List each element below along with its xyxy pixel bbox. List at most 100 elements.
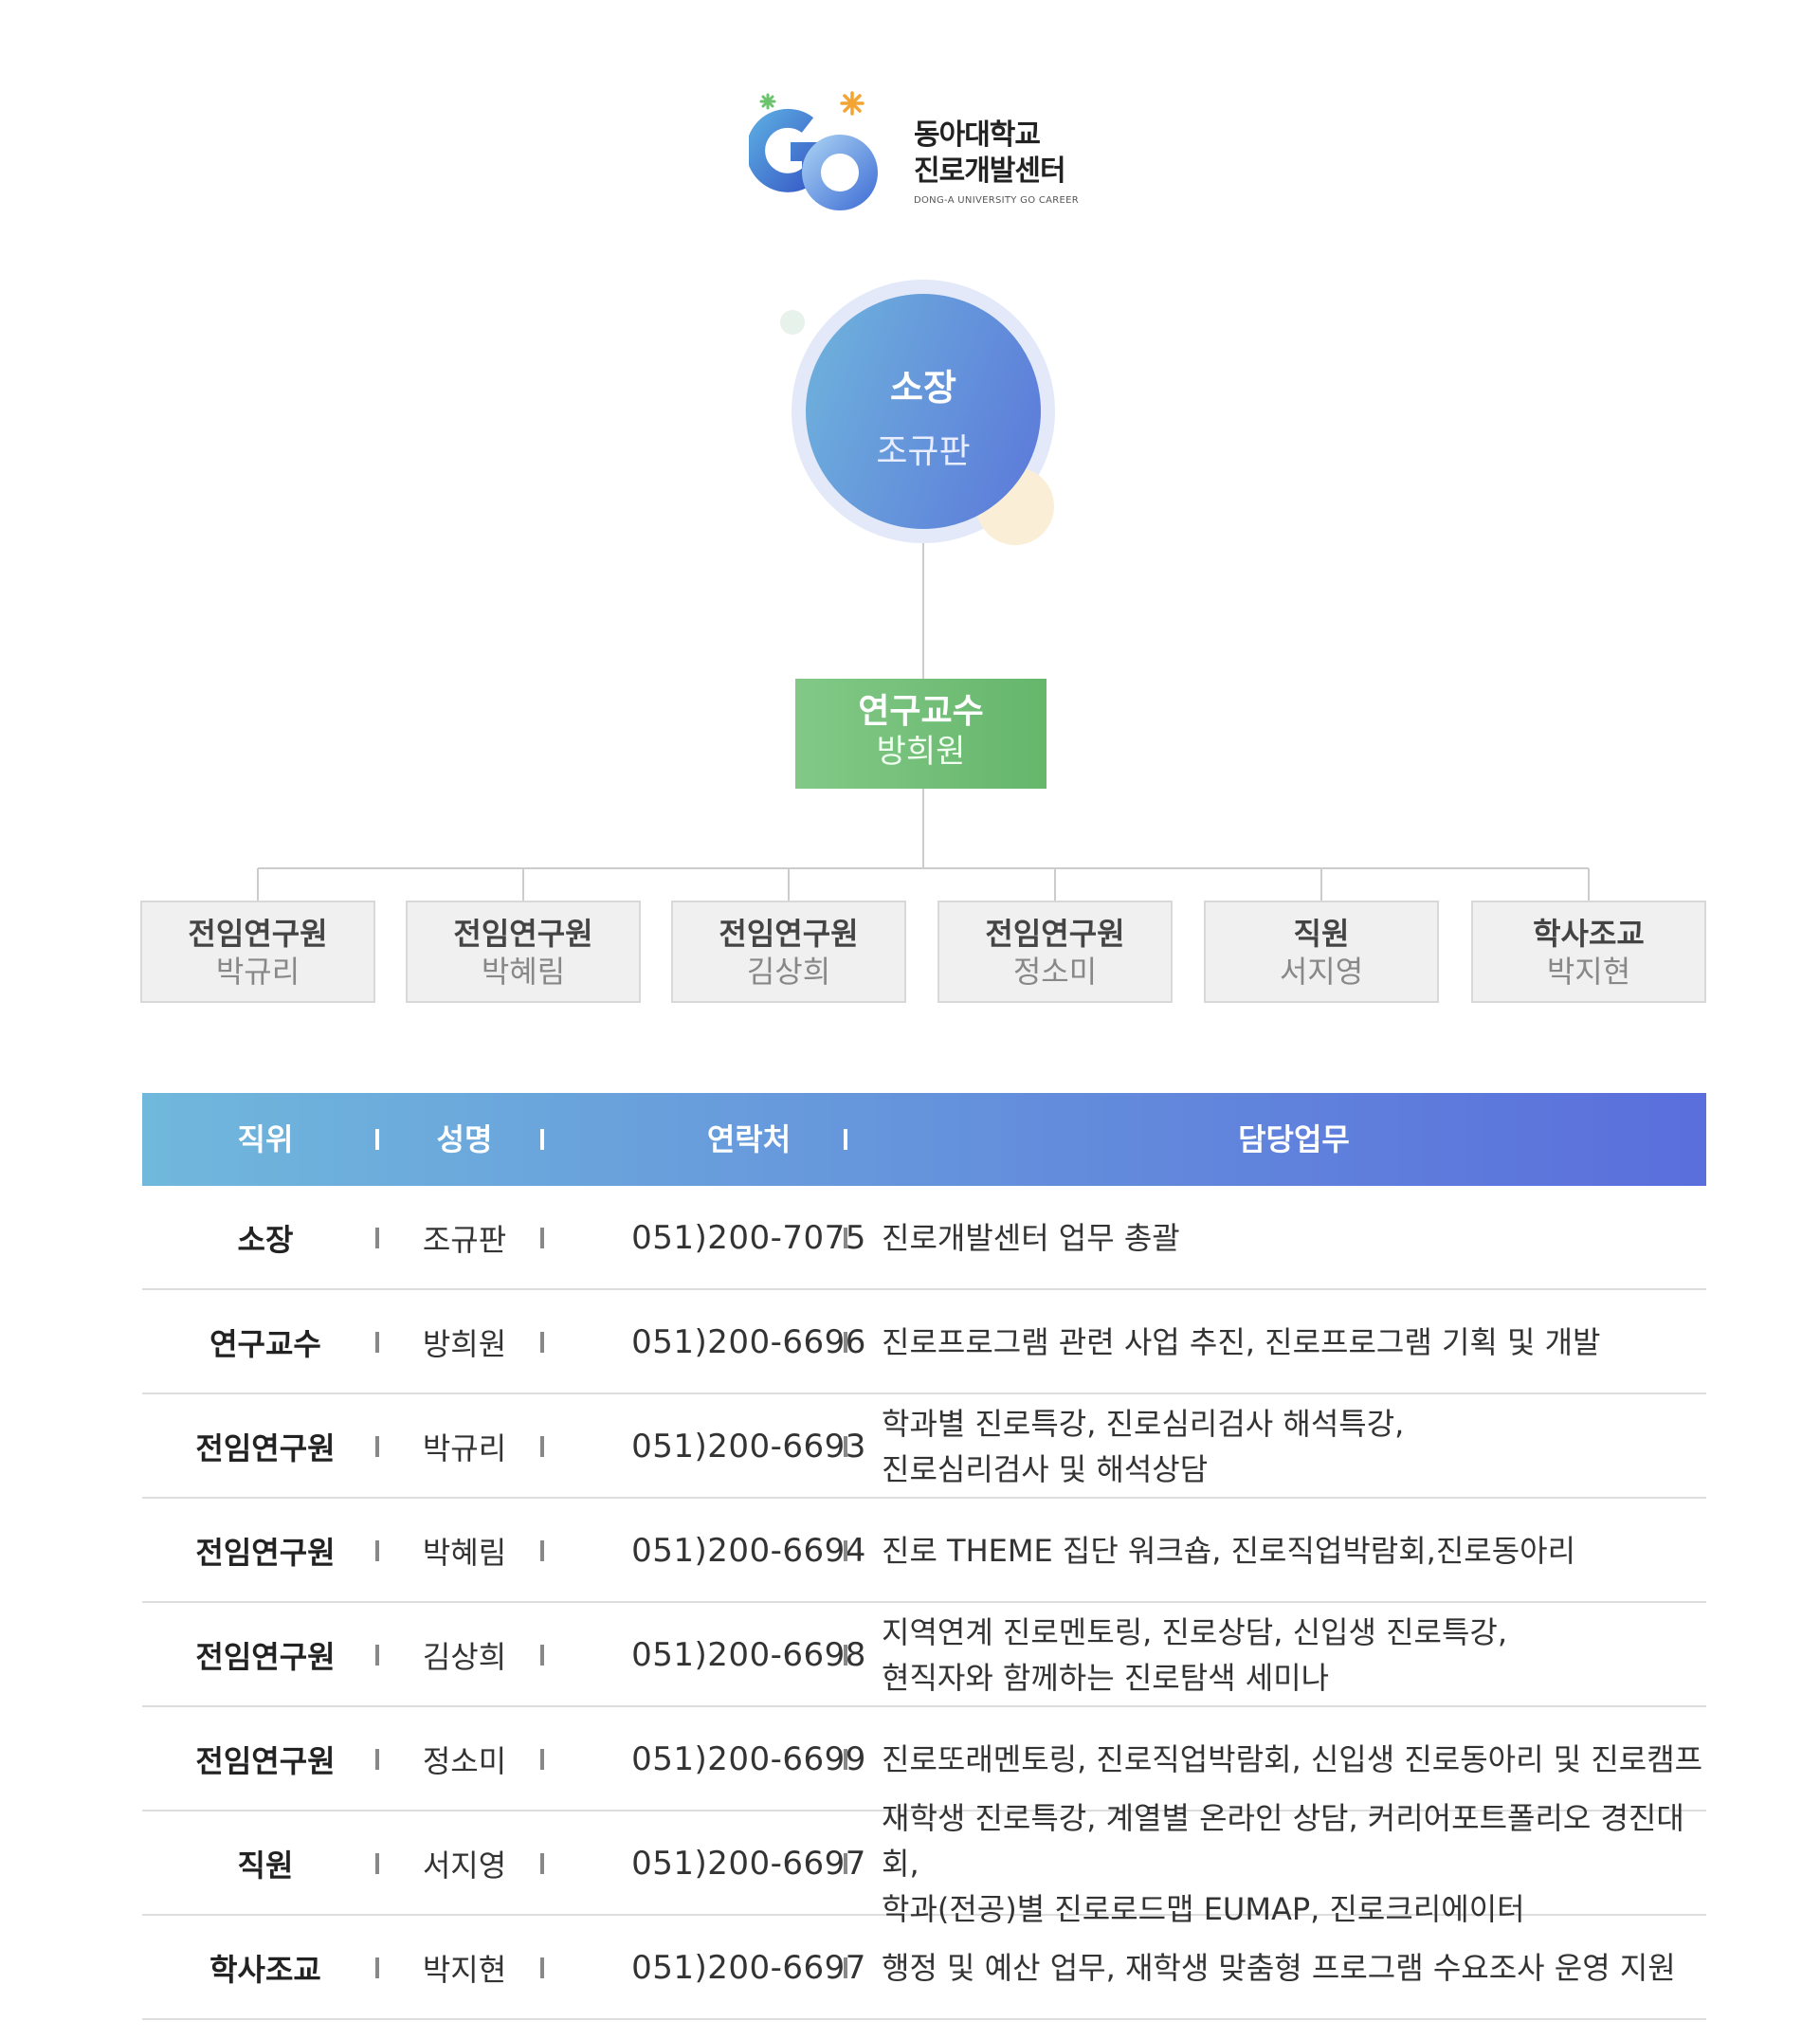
table-row: 전임연구원 박규리 051)200-6693 학과별 진로특강, 진로심리검사 …	[142, 1394, 1706, 1499]
header-role: 직위	[237, 1121, 294, 1157]
go-logo-mark	[749, 91, 878, 210]
row-name: 서지영	[422, 1848, 507, 1884]
column-separator	[844, 1645, 847, 1666]
table-row: 직원 서지영 051)200-6697 재학생 진로특강, 계열별 온라인 상담…	[142, 1800, 1706, 1927]
row-name: 김상희	[422, 1639, 507, 1675]
row-role: 전임연구원	[195, 1639, 336, 1675]
row-name: 방희원	[422, 1326, 507, 1362]
column-separator	[540, 1540, 544, 1561]
table-row: 전임연구원 정소미 051)200-6699 진로또래멘토링, 진로직업박람회,…	[142, 1707, 1706, 1811]
row-phone: 051)200-6694	[631, 1532, 866, 1570]
row-phone: 051)200-6697	[631, 1949, 866, 1987]
staff-name: 정소미	[1012, 954, 1098, 990]
professor-name: 방희원	[876, 733, 966, 771]
row-phone: 051)200-6696	[631, 1323, 866, 1361]
logo-university: 동아대학교	[914, 118, 1041, 152]
staff-name: 박지현	[1546, 954, 1631, 990]
column-separator	[540, 1436, 544, 1457]
row-role: 전임연구원	[195, 1535, 336, 1571]
column-separator	[540, 1853, 544, 1874]
staff-role: 전임연구원	[719, 916, 859, 952]
org-node-staff: 전임연구원 박규리	[140, 901, 375, 1003]
row-role: 직원	[237, 1848, 294, 1884]
row-role: 연구교수	[209, 1326, 321, 1362]
row-name: 박지현	[422, 1952, 507, 1988]
column-separator	[375, 1957, 379, 1978]
center-logo: 동아대학교 진로개발센터 DONG-A UNIVERSITY GO CAREER	[749, 85, 1090, 218]
header-duty: 담당업무	[1238, 1121, 1350, 1157]
row-role: 전임연구원	[195, 1743, 336, 1779]
org-node-staff: 직원 서지영	[1204, 901, 1439, 1003]
row-duty: 진로개발센터 업무 총괄	[882, 1220, 1180, 1256]
row-duty: 행정 및 예산 업무, 재학생 맞춤형 프로그램 수요조사 운영 지원	[882, 1950, 1676, 1986]
org-connector-lines	[257, 527, 1590, 901]
row-role: 소장	[237, 1222, 294, 1258]
table-row: 학사조교 박지현 051)200-6697 행정 및 예산 업무, 재학생 맞춤…	[142, 1916, 1706, 2020]
row-name: 정소미	[422, 1743, 507, 1779]
logo-center-name: 진로개발센터	[914, 155, 1066, 188]
table-row: 연구교수 방희원 051)200-6696 진로프로그램 관련 사업 추진, 진…	[142, 1290, 1706, 1394]
column-separator	[375, 1749, 379, 1770]
staff-role: 직원	[1293, 916, 1350, 952]
column-separator	[540, 1332, 544, 1353]
column-separator	[844, 1228, 847, 1248]
row-phone: 051)200-7075	[631, 1219, 866, 1257]
column-separator	[375, 1645, 379, 1666]
column-separator	[844, 1749, 847, 1770]
professor-role: 연구교수	[858, 692, 984, 731]
column-separator	[540, 1645, 544, 1666]
org-node-staff: 학사조교 박지현	[1471, 901, 1706, 1003]
column-separator	[540, 1228, 544, 1248]
column-separator	[375, 1436, 379, 1457]
table-row: 소장 조규판 051)200-7075 진로개발센터 업무 총괄	[142, 1186, 1706, 1290]
org-node-staff: 전임연구원 정소미	[937, 901, 1173, 1003]
column-separator	[540, 1129, 544, 1150]
row-duty: 지역연계 진로멘토링, 진로상담, 신입생 진로특강, 현직자와 함께하는 진로…	[882, 1614, 1508, 1696]
staff-role: 전임연구원	[985, 916, 1125, 952]
column-separator	[375, 1332, 379, 1353]
staff-name: 서지영	[1279, 954, 1364, 990]
staff-name: 박규리	[215, 954, 300, 990]
director-role: 소장	[890, 367, 956, 409]
row-name: 박혜림	[422, 1535, 507, 1571]
row-phone: 051)200-6698	[631, 1636, 866, 1674]
org-node-professor: 연구교수 방희원	[795, 679, 1046, 789]
column-separator	[375, 1228, 379, 1248]
row-name: 조규판	[422, 1222, 507, 1258]
column-separator	[844, 1957, 847, 1978]
row-role: 학사조교	[209, 1952, 321, 1988]
row-phone: 051)200-6697	[631, 1845, 866, 1883]
table-row: 전임연구원 박혜림 051)200-6694 진로 THEME 집단 워크숍, …	[142, 1499, 1706, 1603]
logo-tagline: DONG-A UNIVERSITY GO CAREER	[914, 195, 1080, 206]
staff-table-header: 직위 성명 연락처 담당업무	[142, 1093, 1706, 1186]
staff-role: 학사조교	[1533, 916, 1645, 952]
table-row: 전임연구원 김상희 051)200-6698 지역연계 진로멘토링, 진로상담,…	[142, 1603, 1706, 1707]
column-separator	[844, 1853, 847, 1874]
row-duty: 진로프로그램 관련 사업 추진, 진로프로그램 기획 및 개발	[882, 1324, 1601, 1360]
column-separator	[844, 1332, 847, 1353]
column-separator	[375, 1540, 379, 1561]
row-duty: 진로또래멘토링, 진로직업박람회, 신입생 진로동아리 및 진로캠프	[882, 1741, 1703, 1777]
org-node-staff: 전임연구원 김상희	[671, 901, 906, 1003]
column-separator	[375, 1129, 379, 1150]
header-name: 성명	[436, 1121, 493, 1157]
staff-name: 박혜림	[481, 954, 566, 990]
row-duty: 재학생 진로특강, 계열별 온라인 상담, 커리어포트폴리오 경진대회, 학과(…	[882, 1800, 1684, 1927]
director-name: 조규판	[876, 432, 971, 471]
logo-text: 동아대학교 진로개발센터 DONG-A UNIVERSITY GO CAREER	[914, 118, 1079, 206]
row-role: 전임연구원	[195, 1430, 336, 1466]
decoration-dot	[780, 310, 805, 335]
staff-name: 김상희	[746, 954, 831, 990]
column-separator	[844, 1129, 847, 1150]
column-separator	[844, 1436, 847, 1457]
header-phone: 연락처	[706, 1121, 792, 1157]
org-node-director: 소장 조규판	[806, 294, 1041, 529]
column-separator	[375, 1853, 379, 1874]
column-separator	[540, 1957, 544, 1978]
staff-role: 전임연구원	[453, 916, 593, 952]
row-phone: 051)200-6699	[631, 1740, 866, 1778]
row-name: 박규리	[422, 1430, 507, 1466]
staff-role: 전임연구원	[188, 916, 328, 952]
column-separator	[844, 1540, 847, 1561]
row-phone: 051)200-6693	[631, 1428, 866, 1466]
